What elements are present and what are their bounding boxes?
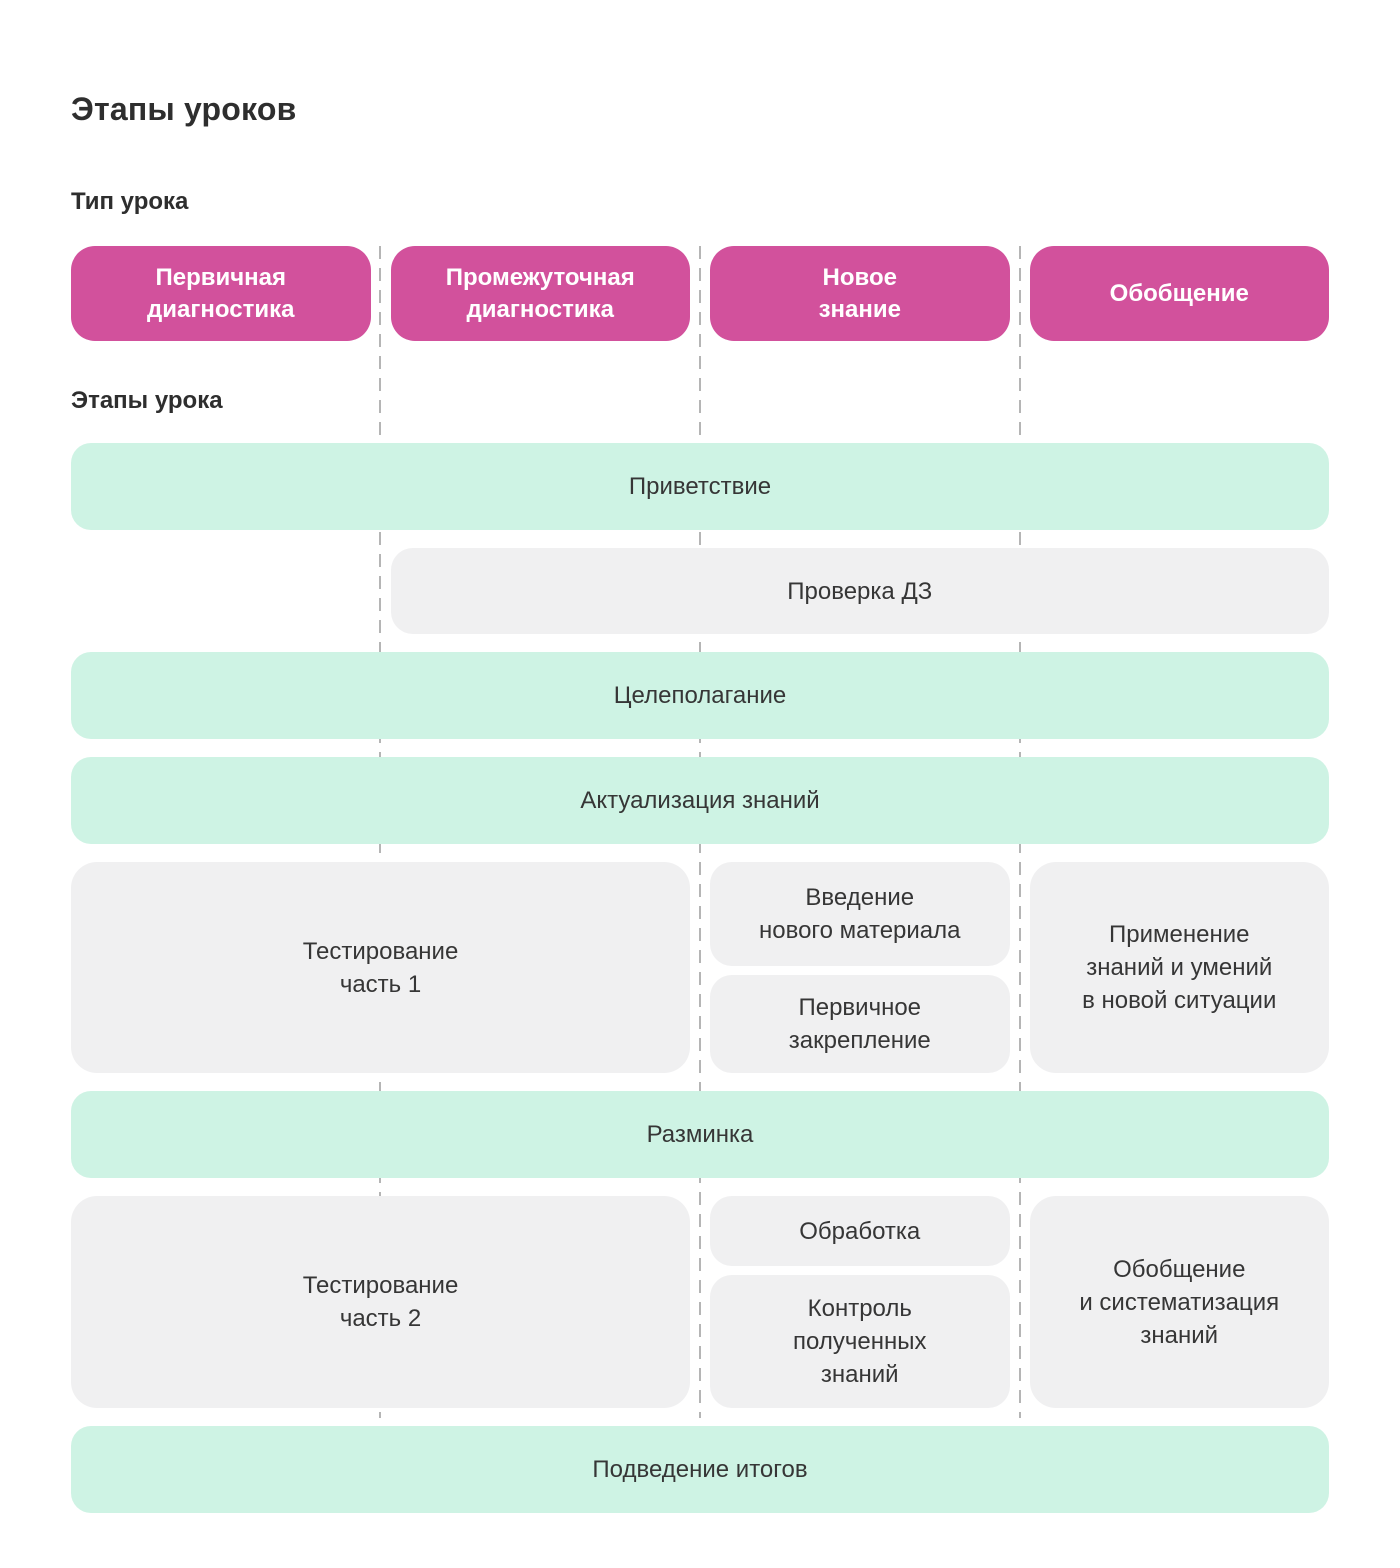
stages-rows: Приветствие Проверка ДЗ Целеполагание Ак… (71, 443, 1329, 1514)
stage-row-warmup: Разминка (71, 1091, 1329, 1179)
stage-goal-setting: Целеполагание (71, 652, 1329, 740)
new-knowledge-stack: Введение нового материала Первичное закр… (710, 862, 1010, 1074)
stage-row-testing-2: Тестирование часть 2 Обработка Контроль … (71, 1196, 1329, 1409)
lesson-type-new-knowledge: Новое знание (710, 246, 1010, 342)
page-title: Этапы уроков (71, 91, 297, 128)
stage-generalization-systematization: Обобщение и систематизация знаний (1029, 1196, 1329, 1409)
lesson-stages-diagram: Первичная диагностика Промежуточная диаг… (71, 246, 1329, 1514)
lesson-type-generalization: Обобщение (1029, 246, 1329, 342)
lesson-type-intermediate-diagnostics: Промежуточная диагностика (390, 246, 690, 342)
lesson-type-primary-diagnostics: Первичная диагностика (71, 246, 371, 342)
stage-row-summary: Подведение итогов (71, 1426, 1329, 1514)
stage-row-actualization: Актуализация знаний (71, 757, 1329, 845)
stage-testing-part-1: Тестирование часть 1 (71, 862, 690, 1074)
stage-warmup: Разминка (71, 1091, 1329, 1179)
stage-summary: Подведение итогов (71, 1426, 1329, 1514)
stage-primary-consolidation: Первичное закрепление (710, 975, 1010, 1074)
stage-knowledge-control: Контроль полученных знаний (710, 1275, 1010, 1409)
stage-processing: Обработка (710, 1196, 1010, 1267)
stage-testing-part-2: Тестирование часть 2 (71, 1196, 690, 1409)
stage-actualization: Актуализация знаний (71, 757, 1329, 845)
lesson-type-label: Тип урока (71, 188, 189, 216)
stage-row-homework: Проверка ДЗ (71, 548, 1329, 635)
stage-new-material-intro: Введение нового материала (710, 862, 1010, 967)
control-stack: Обработка Контроль полученных знаний (710, 1196, 1010, 1409)
stage-knowledge-application: Применение знаний и умений в новой ситуа… (1029, 862, 1329, 1074)
lesson-stages-label: Этапы урока (71, 387, 223, 415)
stage-homework-check: Проверка ДЗ (390, 548, 1329, 635)
stage-greeting: Приветствие (71, 443, 1329, 531)
lesson-types-row: Первичная диагностика Промежуточная диаг… (71, 246, 1329, 342)
stage-row-greeting: Приветствие (71, 443, 1329, 531)
stage-row-testing-1: Тестирование часть 1 Введение нового мат… (71, 862, 1329, 1074)
stage-row-goal-setting: Целеполагание (71, 652, 1329, 740)
